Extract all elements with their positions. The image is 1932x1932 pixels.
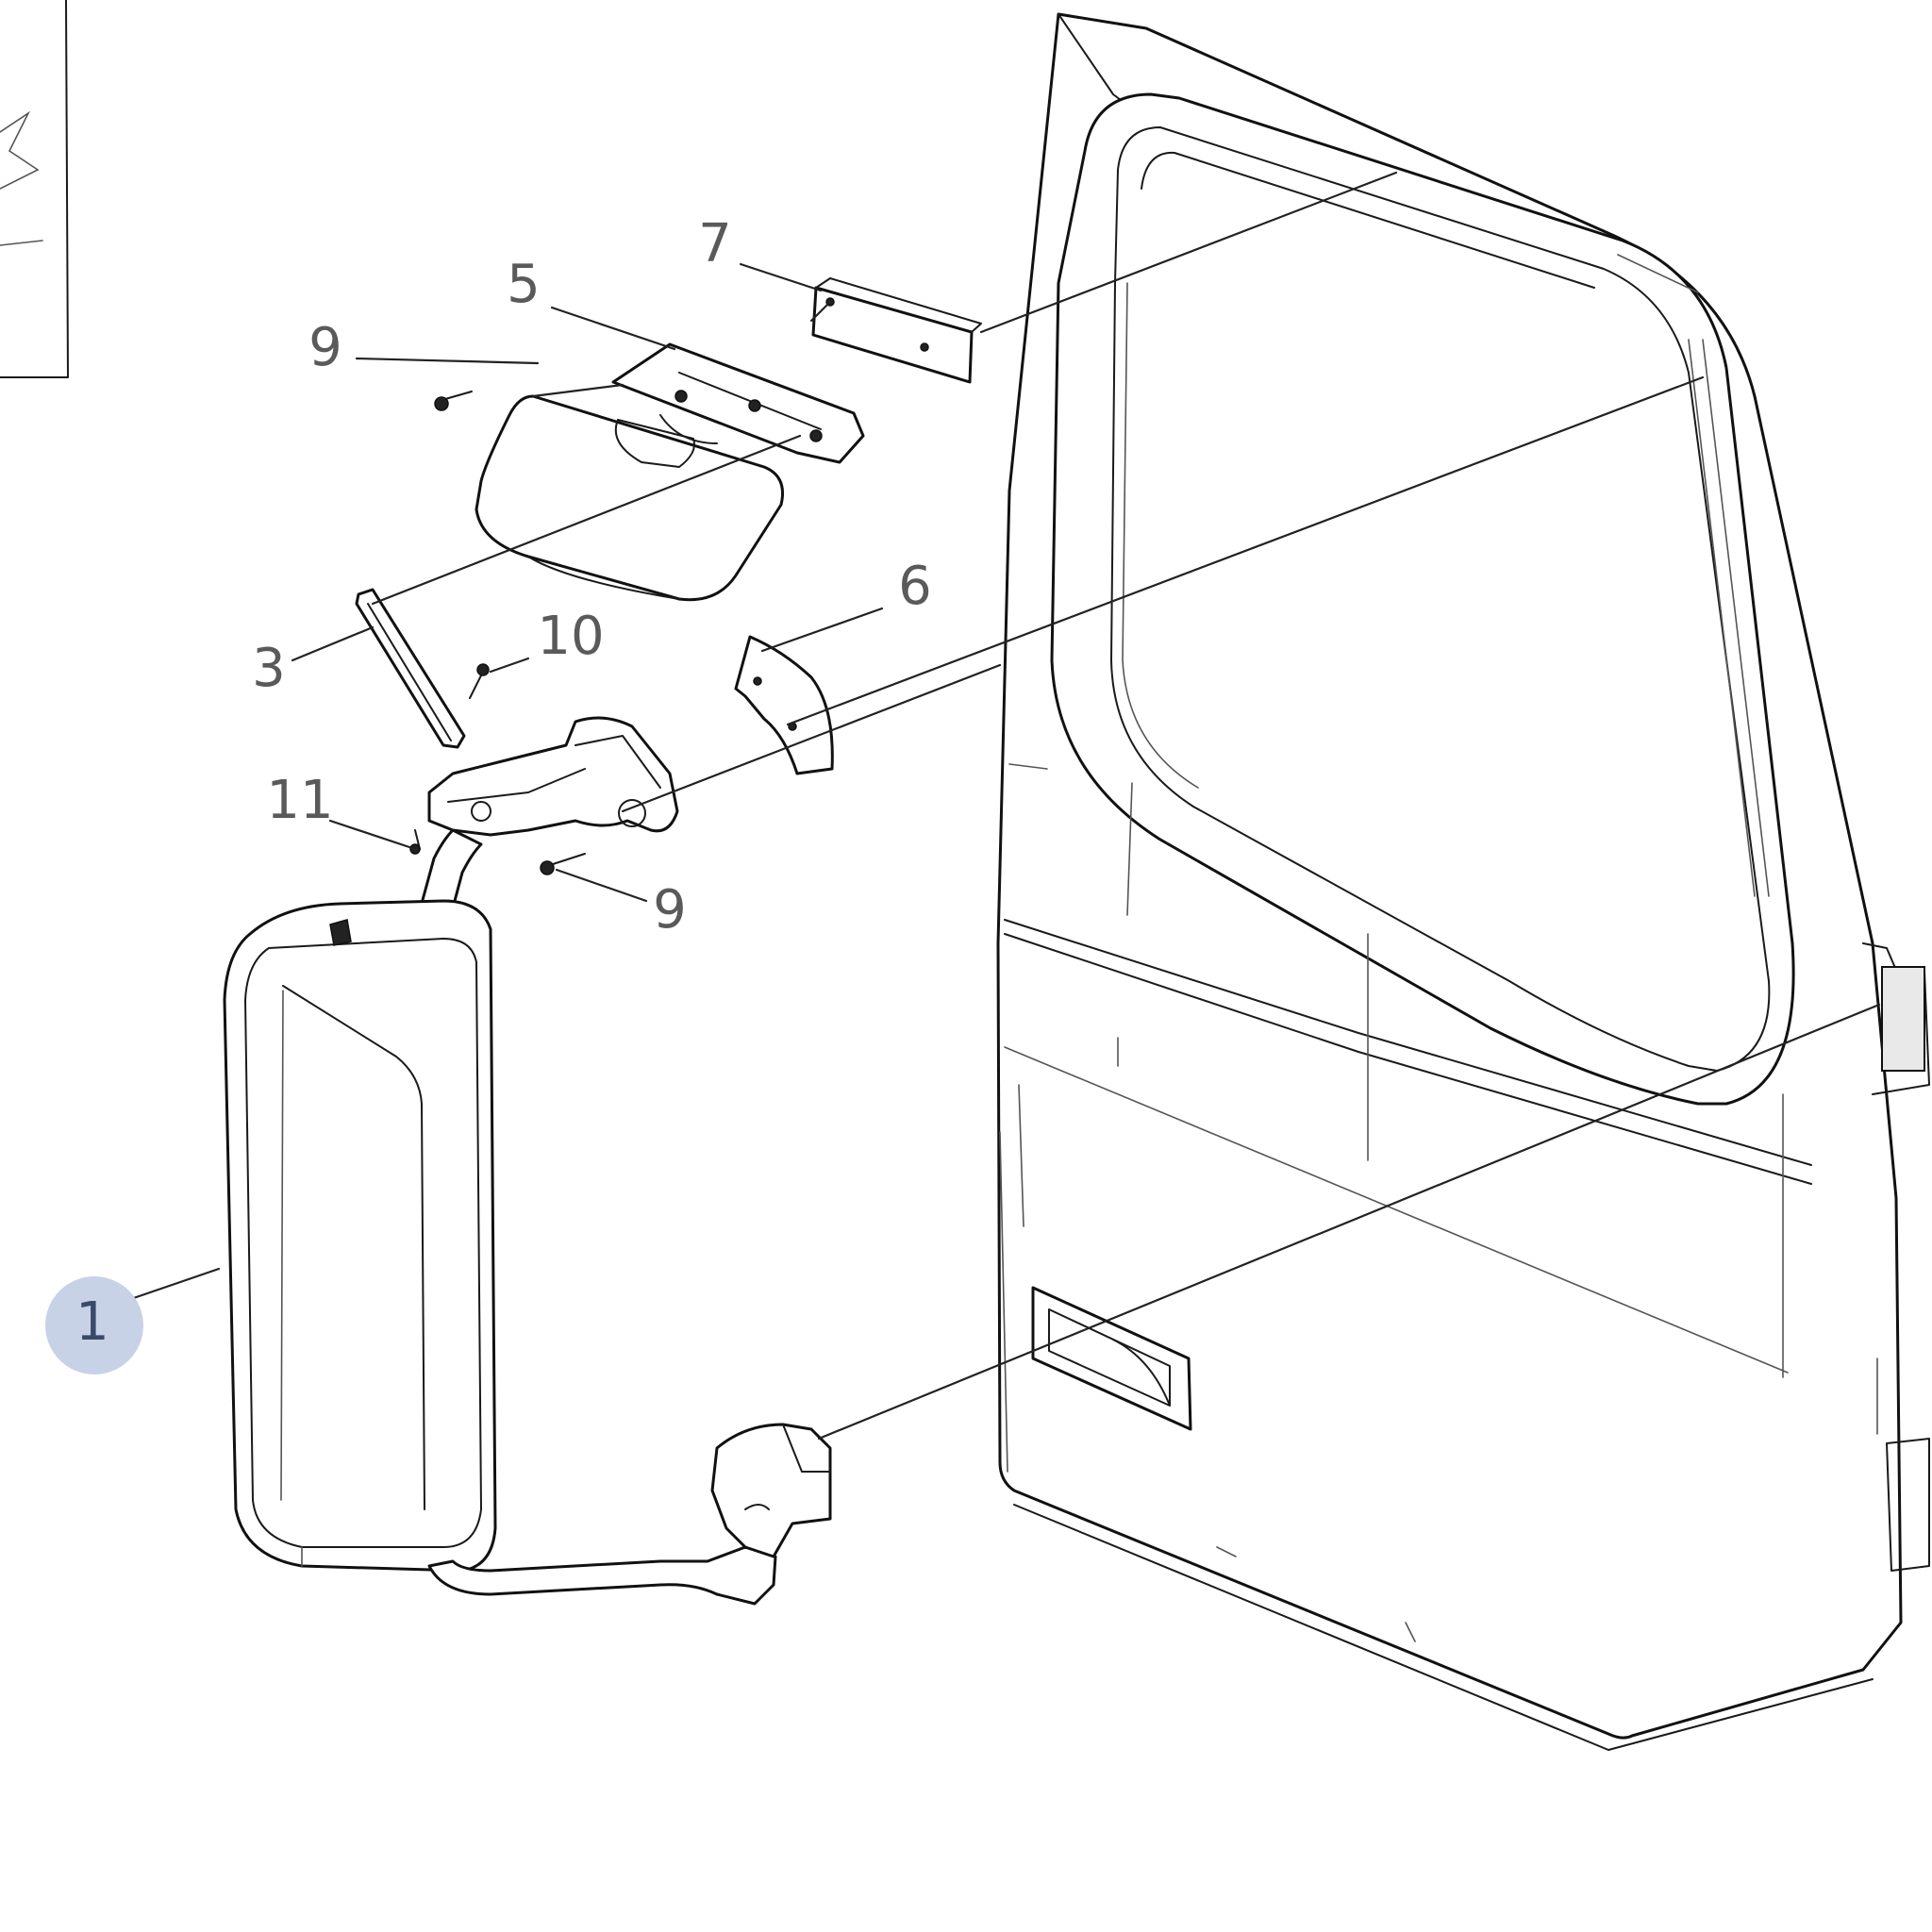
- part-1-main-mirror: [223, 899, 832, 1606]
- inset-frame: [0, 0, 69, 378]
- callout-label-1: 1: [75, 1291, 109, 1353]
- callout-9-top: 9: [308, 317, 342, 378]
- callout-label-11: 11: [266, 770, 333, 831]
- callout-6: 6: [898, 556, 932, 617]
- callout-11: 11: [266, 770, 333, 831]
- callout-leaders: [121, 262, 884, 1304]
- wide-angle-mirror: [475, 394, 784, 602]
- part-5-bracket: [611, 342, 865, 464]
- screw-9-top: [434, 391, 473, 411]
- part-3-strip: [355, 588, 466, 749]
- highlight-marker: [45, 1276, 143, 1374]
- screw-11: [409, 829, 421, 855]
- callout-5: 5: [507, 254, 541, 315]
- callout-3: 3: [252, 638, 286, 699]
- screw-10: [469, 663, 490, 699]
- assembly-leader-lines: [371, 171, 1881, 1441]
- callout-7: 7: [698, 213, 732, 275]
- callout-10: 10: [537, 606, 604, 667]
- callout-1: 1: [45, 1276, 143, 1374]
- callout-label-9-top: 9: [308, 317, 342, 378]
- callout-label-5: 5: [507, 254, 541, 315]
- part-6-cover: [734, 635, 834, 775]
- screw-9-bottom: [540, 853, 586, 875]
- part-7-bracket: [811, 277, 982, 384]
- callout-9-bottom: 9: [653, 879, 687, 941]
- cab-door: [996, 12, 1930, 1751]
- callout-label-10: 10: [537, 606, 604, 667]
- callout-label-6: 6: [898, 556, 932, 617]
- callout-label-7: 7: [698, 213, 732, 275]
- callout-label-3: 3: [252, 638, 286, 699]
- callout-label-9-bottom: 9: [653, 879, 687, 941]
